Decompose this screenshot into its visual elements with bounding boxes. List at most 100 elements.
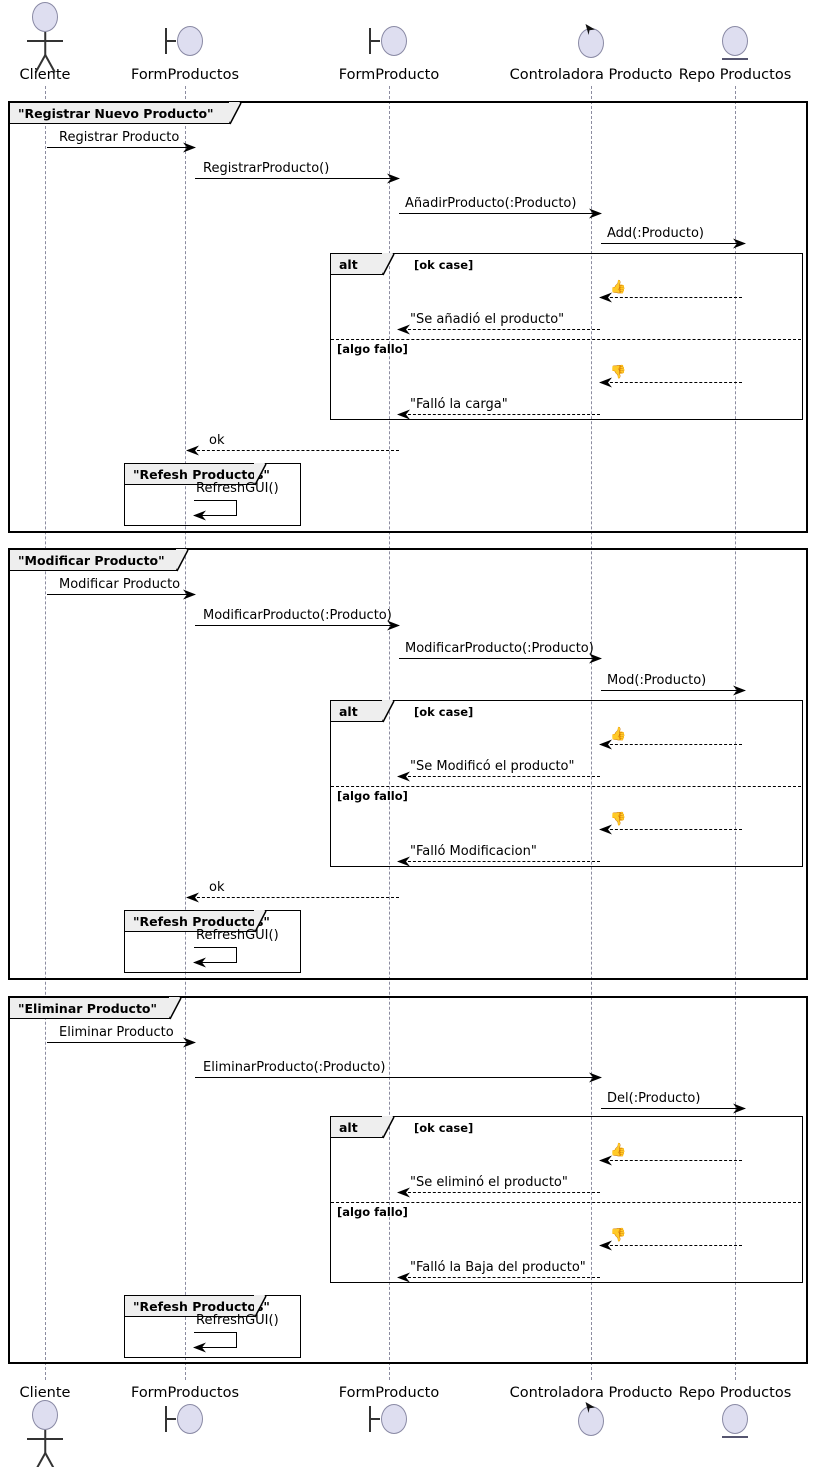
actor-arms-icon	[27, 1438, 63, 1440]
message-anadirproducto: AñadirProducto(:Producto)	[399, 196, 602, 219]
boundary-bar-icon	[369, 1406, 371, 1432]
message-label: Registrar Producto	[59, 129, 180, 145]
alt-tab: alt	[331, 1116, 393, 1138]
refesh-tab: "Refesh Productos"	[125, 910, 270, 932]
alt-tab-slant	[383, 1117, 395, 1139]
arrowhead-icon	[733, 1102, 746, 1115]
refesh-label: "Refesh Productos"	[133, 913, 270, 929]
actor-arms-icon	[27, 40, 63, 42]
entity-underline-icon	[722, 1436, 748, 1438]
alt-fragment-registrar: alt [ok case] 👍 "Se añadió el producto"	[330, 253, 803, 420]
arrowhead-icon	[733, 684, 746, 697]
control-circle-icon	[578, 1406, 604, 1436]
boundary-bar-icon	[165, 28, 167, 54]
arrowhead-icon	[599, 1239, 612, 1252]
arrowhead-icon	[186, 891, 199, 904]
entity-icon	[713, 1400, 757, 1444]
message-return-ok-2: 👍	[599, 728, 742, 750]
control-arrow-icon	[583, 1400, 597, 1414]
boundary-connector-icon	[370, 40, 380, 42]
message-label: EliminarProducto(:Producto)	[203, 1059, 386, 1075]
guard-fail: [algo fallo]	[337, 342, 408, 356]
fragment-title-tab: "Eliminar Producto"	[10, 997, 180, 1019]
thumbs-down-icon: 👎	[610, 812, 627, 827]
actor-head-icon	[32, 2, 58, 32]
message-label: ModificarProducto(:Producto)	[405, 640, 594, 656]
control-arrow-icon	[583, 22, 597, 36]
entity-circle-icon	[722, 1404, 748, 1434]
participant-label: FormProductos	[130, 1385, 240, 1401]
participant-label: Controladora Producto	[509, 67, 673, 83]
message-fallo-carga: "Falló la carga"	[397, 397, 600, 420]
thumbs-up-icon: 👍	[610, 727, 627, 742]
message-label: "Se eliminó el producto"	[410, 1174, 568, 1190]
actor-leg-left-icon	[34, 1452, 46, 1467]
guard-fail: [algo fallo]	[337, 1205, 408, 1219]
fragment-title: "Registrar Nuevo Producto"	[18, 105, 214, 121]
arrowhead-icon	[589, 207, 602, 220]
fragment-refesh-productos-2: "Refesh Productos" RefreshGUI()	[124, 910, 301, 973]
lifeline-repo	[735, 86, 736, 1380]
thumbs-up-icon: 👍	[610, 280, 627, 295]
actor-body-icon	[44, 1430, 46, 1454]
entity-underline-icon	[722, 58, 748, 60]
participant-label: FormProducto	[338, 67, 440, 83]
arrowhead-icon	[733, 237, 746, 250]
boundary-circle-icon	[177, 26, 204, 56]
boundary-circle-icon	[177, 1404, 204, 1434]
message-label: "Se Modificó el producto"	[410, 758, 575, 774]
message-return-fail-3: 👎	[599, 1229, 742, 1251]
alt-label: alt	[339, 1119, 358, 1135]
message-modificar-producto: Modificar Producto	[47, 577, 196, 600]
fragment-title-tab: "Modificar Producto"	[10, 549, 187, 571]
boundary-bar-icon	[369, 28, 371, 54]
arrowhead-icon	[599, 291, 612, 304]
participant-label: Repo Productos	[678, 1385, 792, 1401]
lifeline-cliente	[45, 86, 46, 1380]
thumbs-down-icon: 👎	[610, 1228, 627, 1243]
thumbs-down-icon: 👎	[610, 365, 627, 380]
message-label: ok	[209, 879, 225, 895]
alt-tab-slant	[383, 254, 395, 276]
message-registrar-producto: Registrar Producto	[47, 130, 196, 153]
fragment-title: "Eliminar Producto"	[18, 1000, 158, 1016]
message-ok-1: ok	[186, 433, 399, 456]
actor-leg-right-icon	[44, 1452, 56, 1467]
fragment-refesh-productos-3: "Refesh Productos" RefreshGUI()	[124, 1295, 301, 1358]
message-label: Del(:Producto)	[607, 1090, 701, 1106]
participant-label: Controladora Producto	[509, 1385, 673, 1401]
alt-tab: alt	[331, 253, 393, 275]
message-registrarproducto: RegistrarProducto()	[195, 161, 400, 184]
message-label: RegistrarProducto()	[203, 160, 330, 176]
arrowhead-icon	[397, 855, 410, 868]
arrowhead-icon	[589, 652, 602, 665]
message-return-fail-2: 👎	[599, 813, 742, 835]
fragment-title-tab: "Registrar Nuevo Producto"	[10, 102, 240, 124]
arrowhead-icon	[193, 1341, 206, 1354]
guard-ok: [ok case]	[414, 1121, 474, 1135]
arrowhead-icon	[599, 1154, 612, 1167]
arrowhead-icon	[193, 509, 206, 522]
message-label: Modificar Producto	[59, 576, 181, 592]
lifeline-formproducto	[389, 86, 390, 1380]
message-ok-2: ok	[186, 880, 399, 903]
guard-ok: [ok case]	[414, 705, 474, 719]
message-fallo-baja: "Falló la Baja del producto"	[397, 1260, 600, 1283]
message-label: "Falló Modificacion"	[410, 843, 537, 859]
refesh-label: "Refesh Productos"	[133, 466, 270, 482]
participant-label: FormProductos	[130, 67, 240, 83]
message-return-fail-1: 👎	[599, 366, 742, 388]
arrowhead-icon	[193, 956, 206, 969]
boundary-connector-icon	[166, 1418, 176, 1420]
self-message-refreshgui-2: RefreshGUI()	[193, 928, 279, 968]
refesh-tab-slant	[255, 1296, 267, 1318]
arrowhead-icon	[599, 823, 612, 836]
entity-icon	[713, 22, 757, 66]
message-label: "Falló la Baja del producto"	[410, 1259, 586, 1275]
arrowhead-icon	[183, 141, 196, 154]
alt-fragment-eliminar: alt [ok case] 👍 "Se eliminó el producto"	[330, 1116, 803, 1283]
message-return-ok-1: 👍	[599, 281, 742, 303]
arrowhead-icon	[183, 588, 196, 601]
guard-fail: [algo fallo]	[337, 789, 408, 803]
